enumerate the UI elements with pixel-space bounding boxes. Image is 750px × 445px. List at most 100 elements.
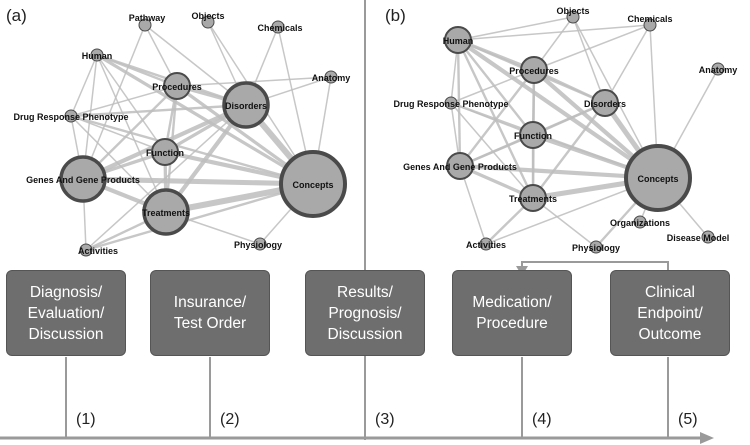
- panel-b-edge-disorders-treatments: [532, 102, 606, 199]
- panel-b-edge-procedures-drug: [450, 69, 535, 104]
- stage-line: Insurance/: [173, 294, 247, 311]
- stage-line: Diagnosis/: [29, 283, 103, 301]
- panel-b-node-label-anatomy: Anatomy: [699, 65, 738, 75]
- panel-a-edge-procedures-drug: [70, 85, 178, 117]
- panel-b-edge-human-genes: [456, 39, 462, 167]
- panel-b-edge-human-objects: [457, 16, 574, 41]
- panel-b-node-anatomy: [711, 62, 725, 76]
- panel-b-edge-human-chemicals: [457, 24, 651, 41]
- panel-a-node-label-genes: Genes And Gene Products: [26, 175, 140, 185]
- panel-a-node-anatomy: [324, 70, 338, 84]
- panel-b-edge-drug-treatments: [450, 102, 534, 199]
- panel-b-node-organizations: [633, 215, 647, 229]
- panel-b-node-label-disease_model: Disease Model: [667, 233, 730, 243]
- panel-a-node-label-activities: Activities: [78, 246, 118, 256]
- panel-b-node-label-drug: Drug Response Phenotype: [393, 99, 508, 109]
- panel-a-edge-drug-concepts: [70, 114, 314, 186]
- panel-b-node-label-activities: Activities: [466, 240, 506, 250]
- stage-line: Evaluation/: [27, 304, 105, 322]
- step-number-2: (2): [220, 411, 240, 428]
- panel-b-node-activities: [479, 237, 493, 251]
- panel-b-node-label-procedures: Procedures: [509, 66, 559, 76]
- panel-a-node-label-human: Human: [82, 51, 113, 61]
- panel-a-node-genes: [59, 155, 107, 203]
- panel-a-edge-pathway-genes: [82, 24, 146, 180]
- panel-a-node-function: [151, 138, 179, 166]
- panel-a-node-activities: [79, 243, 93, 257]
- stage-box-outcome: Clinical Endpoint/ Outcome: [610, 270, 730, 356]
- panel-b-node-label-disorders: Disorders: [584, 99, 626, 109]
- panel-a-edge-concepts-activities: [85, 182, 314, 252]
- stage-box-medication: Medication/ Procedure: [452, 270, 572, 356]
- panel-b-edge-chemicals-disorders: [604, 24, 651, 104]
- panel-b-node-objects: [566, 10, 580, 24]
- panel-b-node-treatments: [519, 184, 547, 212]
- stage-line: Clinical: [645, 283, 695, 301]
- panel-a-edge-human-concepts: [96, 53, 314, 186]
- timeline-arrowhead: [700, 432, 714, 444]
- panel-b-node-disease_model: [701, 230, 715, 244]
- panel-a-node-label-anatomy: Anatomy: [312, 73, 351, 83]
- panel-b-node-human: [444, 26, 472, 54]
- stage-line: Outcome: [638, 325, 702, 343]
- stage-line: Discussion: [28, 325, 104, 343]
- stage-line: Medication/: [472, 294, 552, 311]
- panel-a-node-label-disorders: Disorders: [225, 101, 267, 111]
- panel-b-node-label-human: Human: [443, 36, 474, 46]
- panel-a-edge-genes-concepts: [82, 176, 314, 187]
- panel-a-node-label-objects: Objects: [191, 11, 224, 21]
- panel-a-node-physiology: [253, 237, 267, 251]
- panel-b-edge-human-function: [457, 39, 534, 136]
- panel-a-node-procedures: [163, 72, 191, 100]
- stage-line: Test Order: [173, 315, 247, 332]
- panel-a-node-human: [90, 48, 104, 62]
- panel-a-edge-disorders-drug: [70, 103, 247, 118]
- panel-a-node-label-concepts: Concepts: [292, 180, 333, 190]
- panel-a-node-pathway: [138, 18, 152, 32]
- panel-b-node-label-treatments: Treatments: [509, 194, 557, 204]
- panel-a-node-chemicals: [271, 20, 285, 34]
- stage-line: Results/: [337, 283, 393, 301]
- stage-line: Discussion: [327, 325, 403, 343]
- panel-a-node-label-physiology: Physiology: [234, 240, 282, 250]
- step-number-1: (1): [76, 411, 96, 428]
- panel-a-node-label-treatments: Treatments: [142, 208, 190, 218]
- step-number-5: (5): [678, 411, 698, 428]
- panel-b-node-disorders: [591, 89, 619, 117]
- panel-a-node-label-function: Function: [146, 148, 184, 158]
- panel-a-node-label-drug: Drug Response Phenotype: [13, 112, 128, 122]
- panel-a-edge-human-function: [96, 54, 166, 153]
- panel-b-node-genes: [446, 152, 474, 180]
- stage-line: Prognosis/: [328, 304, 402, 322]
- panel-b-edge-chemicals-procedures: [533, 24, 651, 71]
- panel-b-node-function: [519, 121, 547, 149]
- panel-a-node-label-chemicals: Chemicals: [257, 23, 302, 33]
- stage-box-insurance: Insurance/ Test Order: [150, 270, 270, 356]
- panel-b-node-procedures: [520, 56, 548, 84]
- panel-b-node-label-chemicals: Chemicals: [627, 14, 672, 24]
- panel-b-edge-procedures-genes: [459, 69, 535, 167]
- panel-b-edge-human-concepts: [456, 38, 660, 180]
- panel-b-node-chemicals: [643, 18, 657, 32]
- panel-b-edge-objects-disorders: [572, 16, 606, 104]
- stage-line: Endpoint/: [637, 304, 703, 322]
- panel-a-node-disorders: [222, 81, 270, 129]
- panel-a-edge-human-procedures: [96, 53, 178, 88]
- panel-b-node-label-organizations: Organizations: [610, 218, 670, 228]
- panel-b-node-drug: [444, 96, 458, 110]
- panel-a-edge-human-drug: [70, 54, 98, 117]
- panel-label-a: (a): [6, 6, 27, 25]
- panel-a-edge-anatomy-procedures: [176, 76, 332, 87]
- panel-b-node-concepts: [624, 144, 692, 212]
- panel-a-node-drug: [64, 109, 78, 123]
- panel-b-node-label-function: Function: [514, 131, 552, 141]
- panel-b-edge-drug-function: [450, 102, 534, 136]
- panel-b-node-label-objects: Objects: [556, 6, 589, 16]
- panel-a-node-concepts: [279, 150, 347, 218]
- panel-b-node-label-concepts: Concepts: [637, 174, 678, 184]
- panel-a-edge-drug-function: [70, 115, 166, 153]
- panel-b-node-label-physiology: Physiology: [572, 243, 620, 253]
- panel-b-node-label-genes: Genes And Gene Products: [403, 162, 517, 172]
- panel-a-node-treatments: [142, 188, 190, 236]
